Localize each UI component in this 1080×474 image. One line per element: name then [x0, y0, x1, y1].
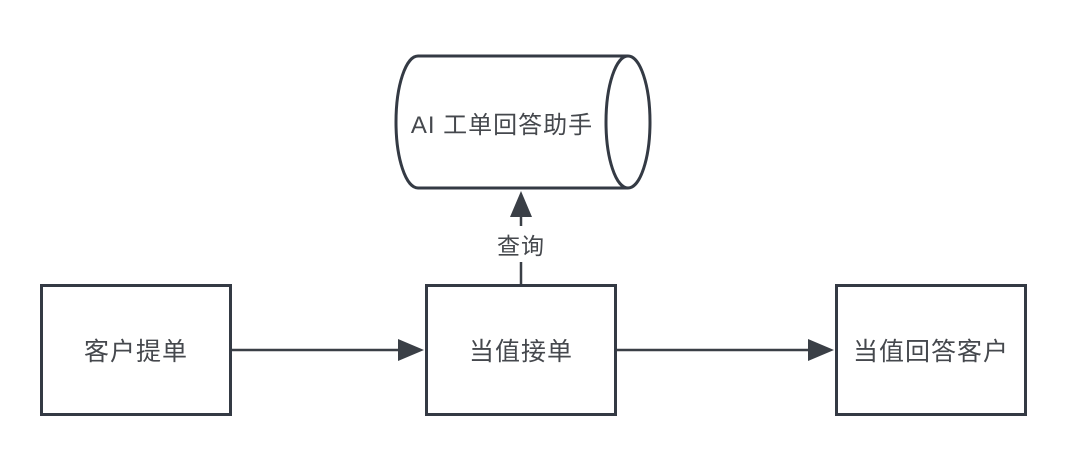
- arrowhead-left-to-mid: [398, 339, 424, 361]
- node-customer-ticket: 客户提单: [40, 284, 232, 416]
- node-customer-ticket-label: 客户提单: [83, 338, 188, 366]
- node-on-duty-reply: 当值回答客户: [835, 284, 1027, 416]
- node-ai-assistant-label: AI 工单回答助手: [410, 111, 594, 139]
- arrowhead-mid-to-right: [808, 339, 834, 361]
- arrowhead-query: [510, 191, 532, 217]
- cylinder-cap: [604, 54, 652, 190]
- node-on-duty-reply-label: 当值回答客户: [852, 338, 1009, 366]
- node-on-duty-accept: 当值接单: [425, 284, 617, 416]
- node-on-duty-accept-label: 当值接单: [468, 338, 573, 366]
- edge-label-query: 查询: [494, 226, 548, 262]
- cylinder-body: [394, 54, 628, 190]
